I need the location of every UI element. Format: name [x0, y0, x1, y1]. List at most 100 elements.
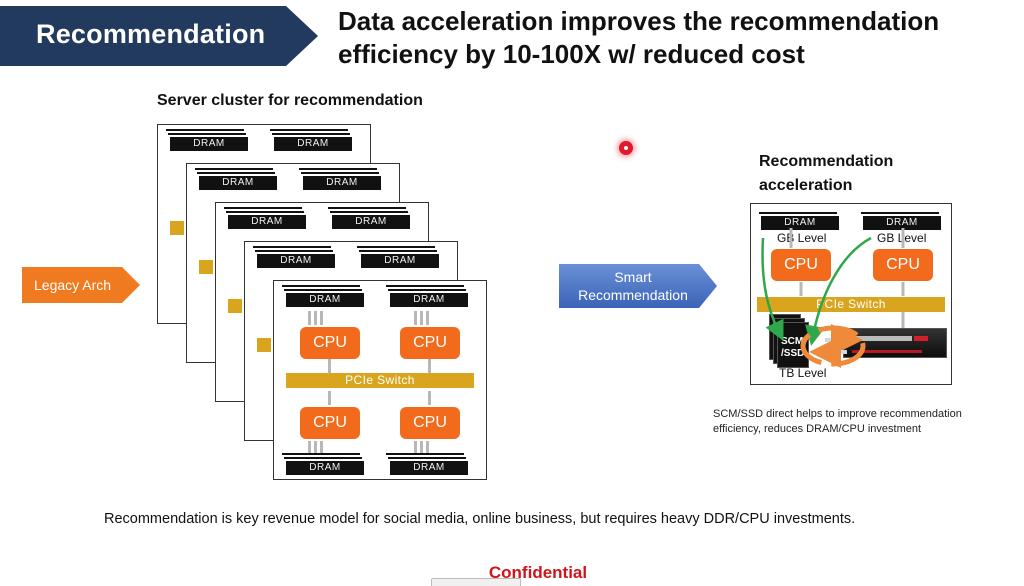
- dram-module: DRAM: [270, 129, 352, 151]
- smart-arrow-label: Smart Recommendation: [563, 268, 703, 304]
- accel-dram-left: DRAM: [759, 212, 841, 234]
- smart-label-line-1: Smart: [614, 269, 652, 285]
- memory-connector: [426, 311, 429, 325]
- smart-arrow-shape: [559, 264, 717, 308]
- dram-line: [166, 129, 244, 131]
- acceleration-title: Recommendation acceleration: [759, 150, 893, 198]
- section-banner: Recommendation: [0, 6, 318, 66]
- bus-connector: [428, 359, 431, 373]
- dram-line: [388, 457, 466, 459]
- dram-module: DRAM: [328, 207, 410, 229]
- dram-label: DRAM: [390, 461, 468, 475]
- dram-line: [253, 246, 331, 248]
- acceleration-title-line-1: Recommendation: [759, 153, 894, 170]
- legacy-arch-label: Legacy Arch: [34, 277, 112, 293]
- dram-line: [197, 172, 275, 174]
- dram-line: [168, 133, 246, 135]
- gb-level-label-left: GB Level: [777, 231, 827, 245]
- scm-label-line-2: /SSD: [781, 348, 805, 359]
- bus-connector: [328, 359, 331, 373]
- pcie-stub: [228, 299, 242, 313]
- dram-line: [255, 250, 333, 252]
- green-flow-arrow-left: [761, 237, 784, 341]
- dram-module: DRAM: [195, 168, 277, 190]
- cluster-title: Server cluster for recommendation: [157, 92, 423, 109]
- scm-label-line-1: SCM: [781, 336, 804, 347]
- smart-recommendation-arrow: Smart Recommendation: [559, 264, 717, 308]
- headline-line-1: Data acceleration improves the recommend…: [338, 6, 940, 36]
- dram-line: [284, 457, 362, 459]
- dram-line: [330, 211, 408, 213]
- dram-label: DRAM: [274, 137, 352, 151]
- smart-label-line-2: Recommendation: [578, 287, 688, 303]
- dram-label: DRAM: [199, 176, 277, 190]
- cpu-chip: CPU: [300, 407, 360, 439]
- dram-module: DRAM: [253, 246, 335, 268]
- memory-connector: [414, 441, 417, 455]
- dram-line: [195, 168, 273, 170]
- dram-line: [359, 250, 437, 252]
- footer-text: Recommendation is key revenue model for …: [104, 511, 856, 527]
- accel-cpu-right: CPU: [873, 249, 933, 281]
- dram-module: DRAM: [299, 168, 381, 190]
- orange-cycle-arrows: [800, 325, 866, 367]
- acceleration-note: SCM/SSD direct helps to improve recommen…: [713, 407, 1003, 437]
- memory-connector: [420, 441, 423, 455]
- scm-ssd-label: SCM /SSD: [781, 336, 804, 360]
- dram-label: DRAM: [332, 215, 410, 229]
- dram-label: DRAM: [170, 137, 248, 151]
- pcie-switch: PCIe Switch: [286, 373, 474, 388]
- acceleration-title-line-2: acceleration: [759, 177, 853, 194]
- banner-arrow-shape: [0, 6, 318, 66]
- dram-line: [328, 207, 406, 209]
- memory-connector: [426, 441, 429, 455]
- accel-cpu-left: CPU: [771, 249, 831, 281]
- dram-line: [386, 453, 464, 455]
- acceleration-note-line-1: SCM/SSD direct helps to improve recommen…: [713, 408, 962, 420]
- dram-module: DRAM: [282, 285, 364, 307]
- dram-line: [272, 133, 350, 135]
- dram-line: [284, 289, 362, 291]
- accel-dram-right: DRAM: [861, 212, 943, 234]
- dram-line: [282, 285, 360, 287]
- headline-line-2: efficiency by 10-100X w/ reduced cost: [338, 39, 805, 69]
- dram-line: [386, 285, 464, 287]
- bus-connector: [328, 391, 331, 405]
- green-flow-arrow-right: [805, 236, 872, 346]
- pcie-stub: [170, 221, 184, 235]
- tb-level-label: TB Level: [779, 366, 827, 380]
- dram-label: DRAM: [286, 461, 364, 475]
- memory-connector: [320, 311, 323, 325]
- dram-line: [226, 211, 304, 213]
- confidential-label: Confidential: [488, 563, 588, 582]
- pcie-stub: [257, 338, 271, 352]
- dram-line: [270, 129, 348, 131]
- cpu-chip: CPU: [400, 327, 460, 359]
- dram-module: DRAM: [357, 246, 439, 268]
- laser-pointer-dot: [619, 141, 633, 155]
- dram-label: DRAM: [863, 216, 941, 230]
- memory-connector: [320, 441, 323, 455]
- dram-label: DRAM: [361, 254, 439, 268]
- legacy-arrow-shape: [22, 267, 140, 303]
- memory-connector: [414, 311, 417, 325]
- legacy-arch-arrow: Legacy Arch: [22, 267, 140, 303]
- dram-module: DRAM: [386, 285, 468, 307]
- dram-label: DRAM: [761, 216, 839, 230]
- bottom-tab: [431, 578, 521, 586]
- dram-line: [224, 207, 302, 209]
- dram-label: DRAM: [390, 293, 468, 307]
- dram-line: [299, 168, 377, 170]
- dram-line: [357, 246, 435, 248]
- dram-module: DRAM: [166, 129, 248, 151]
- dram-label: DRAM: [257, 254, 335, 268]
- acceleration-diagram: DRAM DRAM GB Level GB Level CPU CPU PCIe…: [750, 203, 952, 385]
- cpu-chip: CPU: [300, 327, 360, 359]
- memory-connector: [314, 441, 317, 455]
- dram-line: [388, 289, 466, 291]
- dram-line: [301, 172, 379, 174]
- dram-label: DRAM: [286, 293, 364, 307]
- cpu-chip: CPU: [400, 407, 460, 439]
- dram-label: DRAM: [228, 215, 306, 229]
